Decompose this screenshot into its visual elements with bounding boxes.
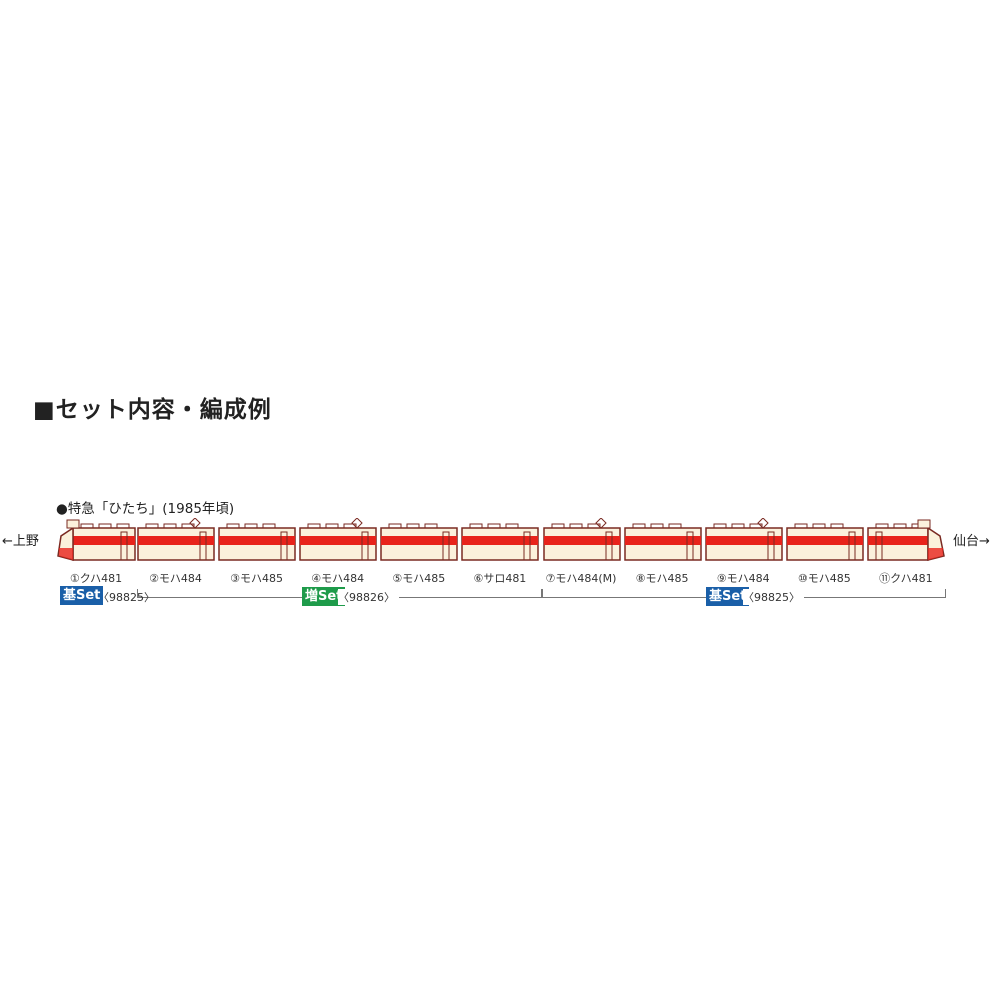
car-label-5: ⑤モハ485	[392, 572, 446, 585]
car-9	[704, 518, 783, 561]
car-4	[299, 518, 377, 561]
car-6	[461, 523, 540, 561]
page-title: ■セット内容・編成例	[33, 397, 272, 423]
car-label-10: ⑩モハ485	[797, 572, 851, 585]
train-service-caption: ●特急「ひたち」(1985年頃)	[56, 501, 235, 517]
car-label-2: ②モハ484	[149, 572, 202, 585]
car-11	[867, 519, 945, 561]
base-set-number-2: 〈98825〉	[743, 589, 804, 605]
car-8	[623, 523, 702, 561]
car-10	[786, 523, 864, 561]
base-set-badge-2: 基Set	[706, 587, 750, 606]
add-set-badge: 増Set	[302, 587, 346, 606]
car-label-6: ⑥サロ481	[473, 572, 527, 585]
direction-right-sendai: 仙台→	[953, 534, 990, 549]
car-label-11: ⑪クハ481	[879, 572, 933, 585]
car-label-9: ⑨モハ484	[716, 572, 770, 585]
car-label-1: ①クハ481	[69, 572, 123, 585]
car-1	[57, 519, 136, 561]
car-7	[542, 518, 621, 561]
direction-left-ueno: ←上野	[2, 534, 39, 549]
base-set-number-1: 〈98825〉	[98, 591, 155, 604]
car-label-8: ⑧モハ485	[635, 572, 689, 585]
car-2	[137, 518, 215, 561]
car-label-3: ③モハ485	[230, 572, 284, 585]
car-label-4: ④モハ484	[311, 572, 365, 585]
car-label-7: ⑦モハ484(M)	[545, 572, 617, 585]
base-set-badge-1: 基Set	[60, 586, 104, 605]
car-5	[380, 523, 459, 561]
car-3	[218, 523, 296, 561]
add-set-number: 〈98826〉	[338, 589, 399, 605]
